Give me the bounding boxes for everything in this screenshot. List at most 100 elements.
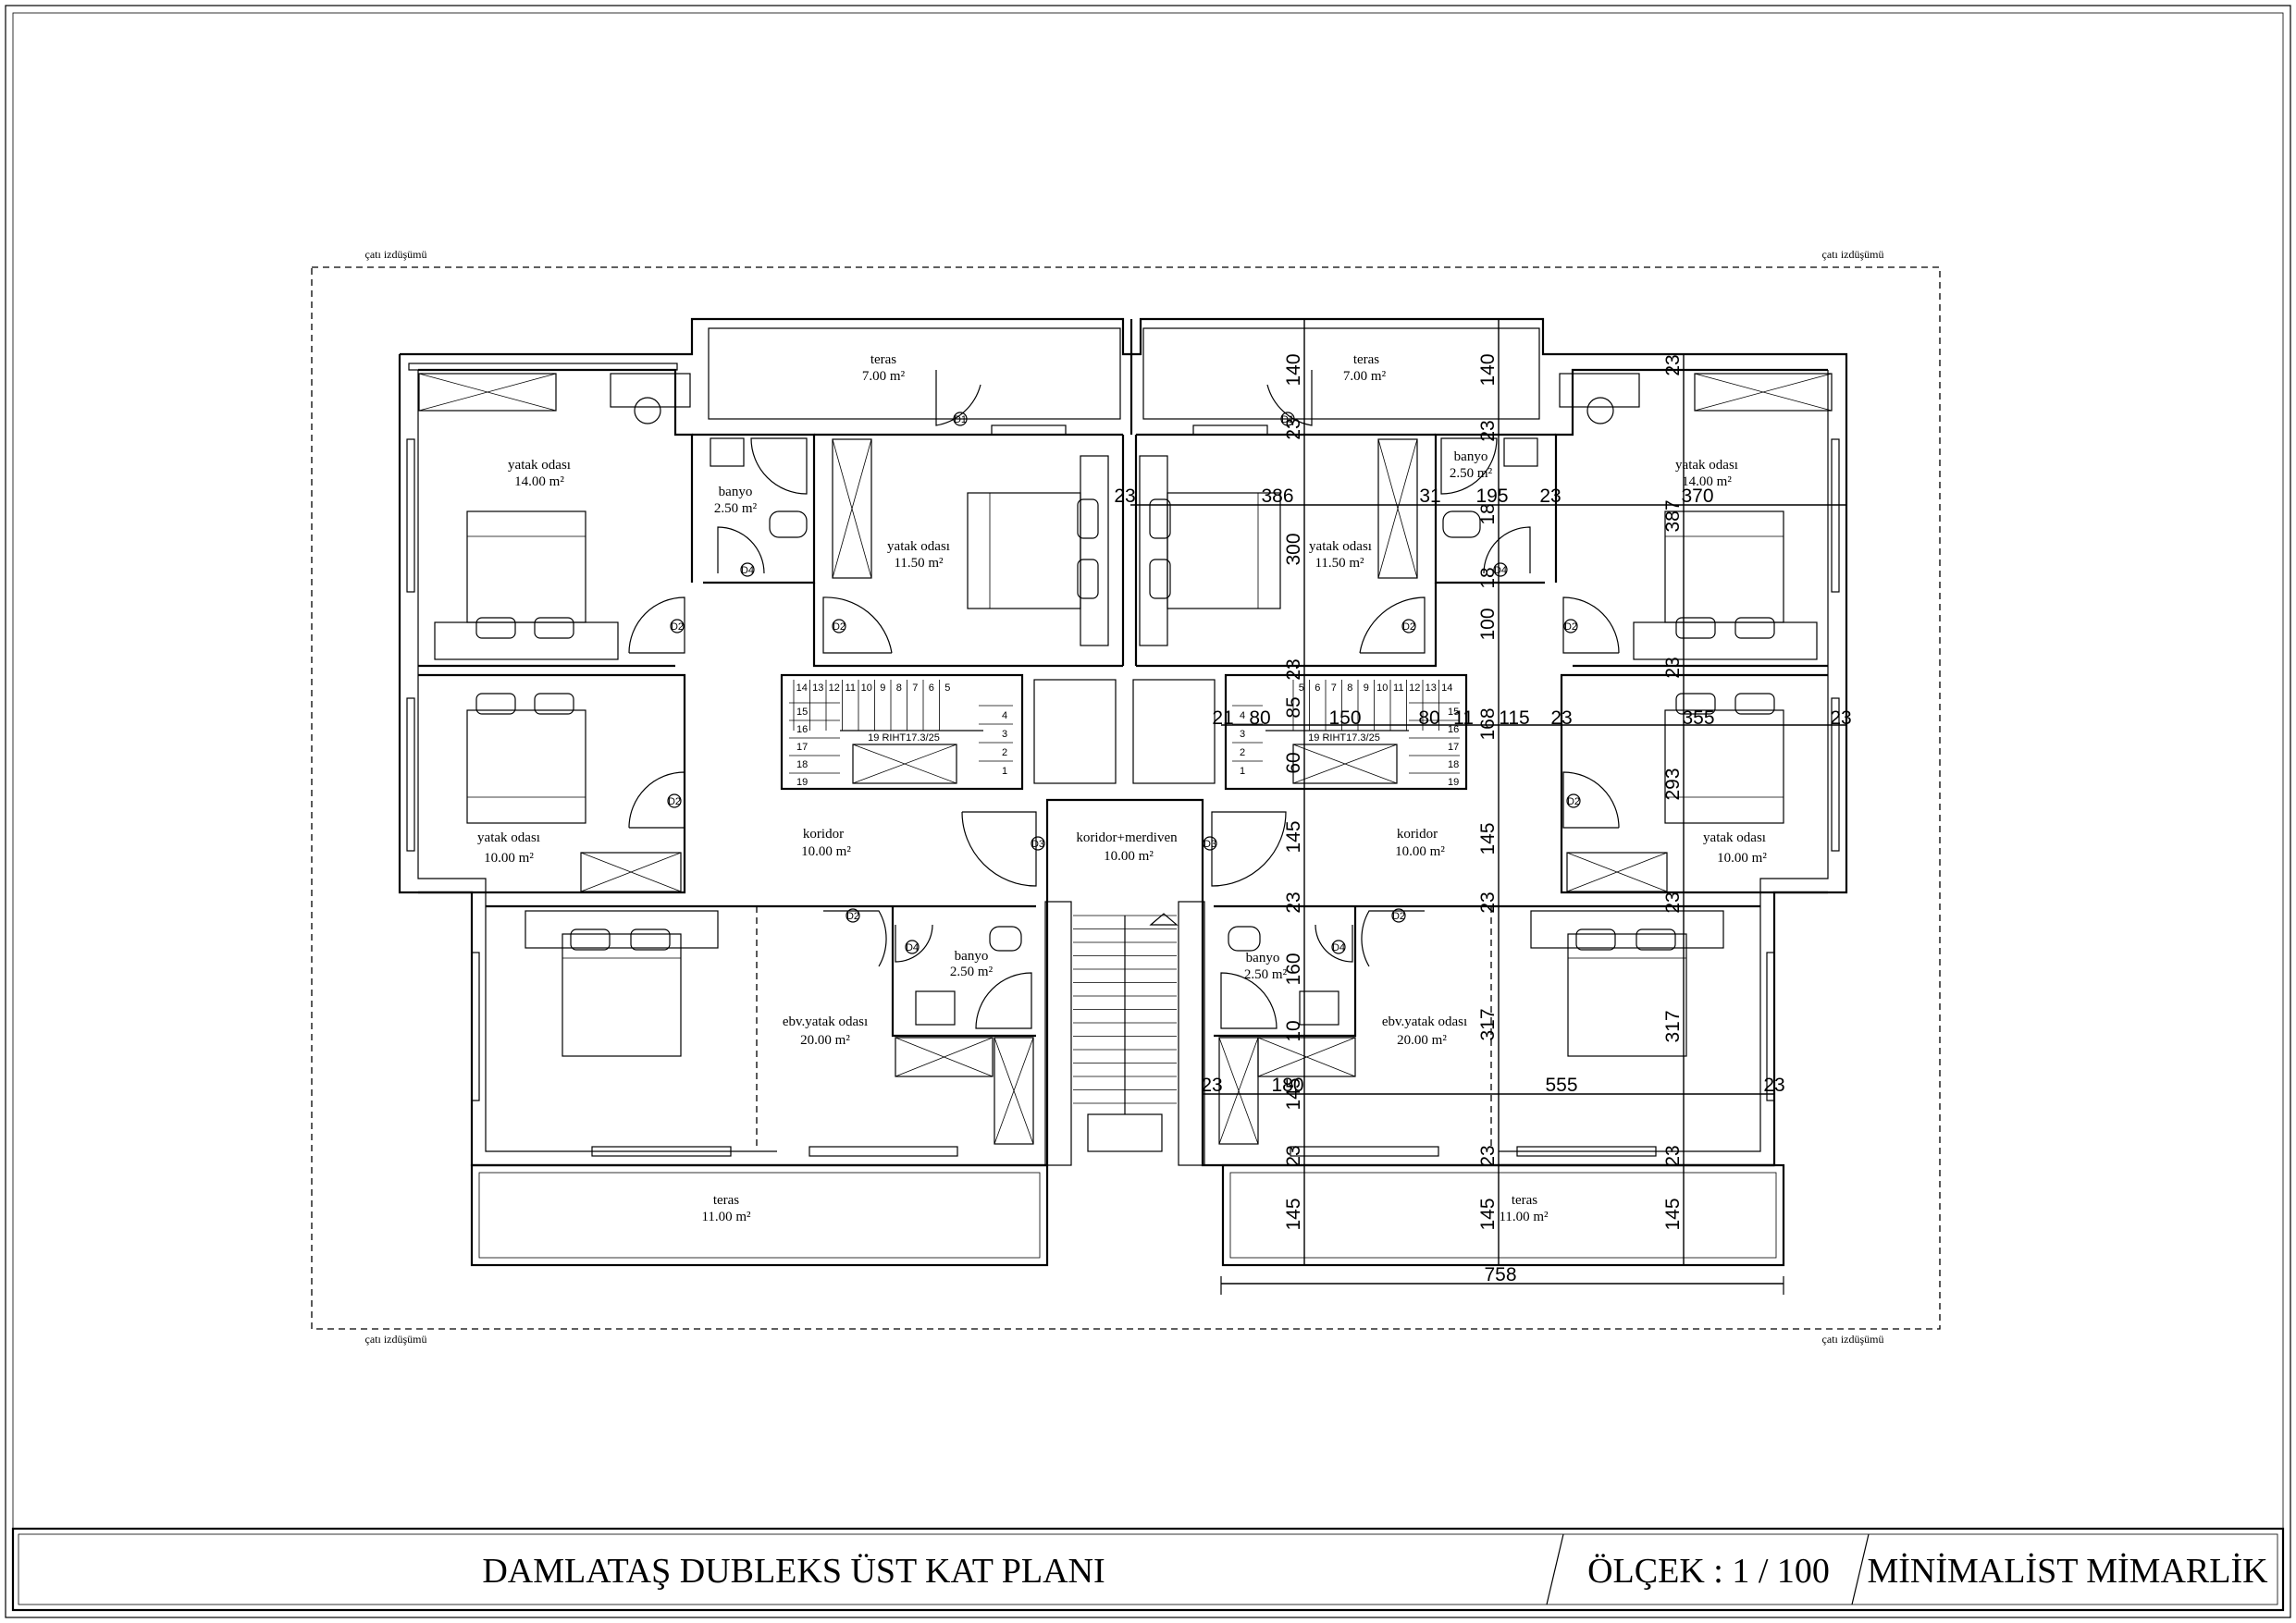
wardrobe-master-bl2: [994, 1037, 1034, 1145]
window-teras-tl: [991, 424, 1067, 436]
toilet-tr: [1442, 510, 1481, 538]
wall-bath-br: [1214, 906, 1357, 1038]
wall-bedroom-tr: [1554, 368, 1828, 583]
dim-h-150: 150: [1328, 707, 1361, 729]
wall-bedroom-mid-bottom-l: [812, 583, 1123, 668]
door-tag-bath-tl: D4: [741, 565, 754, 576]
label-teras-tl: teras: [870, 352, 896, 367]
wardrobe-tr: [1694, 373, 1833, 412]
label-corridor-stairs: koridor+merdiven: [1076, 830, 1178, 845]
stair-step-number: 15: [796, 707, 808, 718]
stair-step-number: 15: [1448, 707, 1459, 718]
dim-v-145-a: 145: [1283, 820, 1304, 853]
core-wall-l: [1044, 901, 1072, 1166]
window-bottom-r2: [1290, 1146, 1439, 1157]
stair-step-number: 4: [1002, 710, 1007, 721]
roof-label-tl: çatı izdüşümü: [365, 248, 427, 261]
label-bedroom-tl: yatak odası: [508, 458, 571, 473]
roof-label-br: çatı izdüşümü: [1822, 1333, 1884, 1346]
door-tag-bedroom-tl: D2: [671, 621, 684, 633]
door-tag-teras-tr: D1: [1281, 414, 1294, 425]
stair-step-number: 8: [896, 682, 902, 694]
dim-h-23-a: 23: [1114, 486, 1135, 507]
dim-v-23-b: 23: [1283, 658, 1304, 680]
door-tag-master-l: D2: [846, 911, 859, 922]
stair-step-number: 19: [1448, 777, 1459, 788]
desk-tr: [1559, 373, 1640, 408]
dim-v-145-e: 145: [1477, 1198, 1499, 1230]
room-labels-right: teras 7.00 m² yatak odası 14.00 m² banyo…: [1244, 352, 1767, 1224]
stair-step-number: 3: [1002, 729, 1007, 740]
wall-bedroom-right: [1560, 673, 1828, 894]
bed-tr: [1633, 510, 1818, 660]
teras-bottom-right: [1221, 1163, 1785, 1267]
roof-label-bl: çatı izdüşümü: [365, 1333, 427, 1346]
window-bedroom-right: [1831, 697, 1840, 852]
door-tag-bath-tr: D4: [1494, 565, 1507, 576]
area-teras-tr: 7.00 m²: [1343, 369, 1387, 384]
stair-step-number: 12: [1409, 682, 1420, 694]
toilet-bl: [989, 926, 1022, 952]
label-bedroom-left: yatak odası: [477, 830, 540, 845]
dim-v-140-b: 140: [1477, 353, 1499, 386]
shower-br: [1220, 972, 1278, 1029]
area-bath-tl: 2.50 m²: [714, 501, 758, 516]
sink-bl: [915, 990, 956, 1026]
teras-bottom-right-inner: [1229, 1172, 1777, 1259]
door-bedroom-mid-l: [822, 596, 893, 654]
outer-wall-left: [398, 354, 1049, 1167]
dim-h-11: 11: [1453, 707, 1474, 729]
shower-tl: [750, 437, 808, 495]
dim-h-23-c: 23: [1550, 707, 1572, 729]
dim-v-23-d: 23: [1283, 1145, 1304, 1166]
sheet-border-inner: [12, 12, 2284, 1611]
dim-v-293: 293: [1662, 768, 1684, 800]
door-master-l: [823, 910, 887, 967]
stair-step-number: 6: [929, 682, 934, 694]
door-bath-tr: [1483, 526, 1531, 574]
door-tag-bedroom-left: D2: [668, 796, 681, 807]
door-bedroom-left: [628, 771, 685, 829]
door-master-r: [1361, 910, 1425, 967]
room-labels-left: teras 7.00 m² yatak odası 14.00 m² banyo…: [477, 352, 994, 1224]
bed-mid-r: [1139, 455, 1281, 646]
wardrobe-master-br: [1257, 1037, 1356, 1077]
wall-bath-bl: [891, 906, 1036, 1038]
stairs-core: [1073, 913, 1179, 1152]
door-tag-master-r: D2: [1392, 911, 1405, 922]
stair-step-number: 17: [796, 742, 808, 753]
stair-step-number: 4: [1240, 710, 1245, 721]
stair-step-number: 10: [861, 682, 872, 694]
sink-tr: [1503, 437, 1538, 467]
sink-tl: [710, 437, 745, 467]
room-labels-center: koridor+merdiven 10.00 m²: [1076, 830, 1178, 864]
dim-h-23-e: 23: [1201, 1075, 1222, 1096]
stair-step-number: 6: [1315, 682, 1320, 694]
stair-step-number: 18: [1448, 759, 1459, 770]
dim-v-18-a: 18: [1477, 503, 1499, 524]
stair-step-number: 5: [944, 682, 950, 694]
area-bedroom-right: 10.00 m²: [1717, 851, 1767, 866]
beds: [434, 455, 1818, 1057]
area-teras-tl: 7.00 m²: [862, 369, 906, 384]
door-bedroom-right: [1562, 771, 1620, 829]
wall-bedroom-left: [418, 673, 686, 894]
dim-v-85: 85: [1283, 696, 1304, 718]
wardrobes: [418, 373, 1833, 1145]
door-bath-tl: [717, 526, 765, 574]
label-bedroom-right: yatak odası: [1703, 830, 1766, 845]
shower-bl: [975, 972, 1032, 1029]
stair-step-number: 13: [812, 682, 823, 694]
dim-v-23-f: 23: [1477, 891, 1499, 913]
stair-step-number: 14: [796, 682, 808, 694]
label-master-l: ebv.yatak odası: [783, 1014, 868, 1029]
door-teras-tl: [935, 370, 981, 426]
stair-step-number: 8: [1347, 682, 1352, 694]
label-bedroom-mid-r: yatak odası: [1309, 539, 1372, 554]
core-wall-r: [1178, 901, 1205, 1166]
shaft-left: [1033, 679, 1117, 784]
window-bedroom-tr: [1831, 438, 1840, 593]
wardrobe-master-bl: [895, 1037, 994, 1077]
door-bedroom-tl: [628, 596, 685, 654]
